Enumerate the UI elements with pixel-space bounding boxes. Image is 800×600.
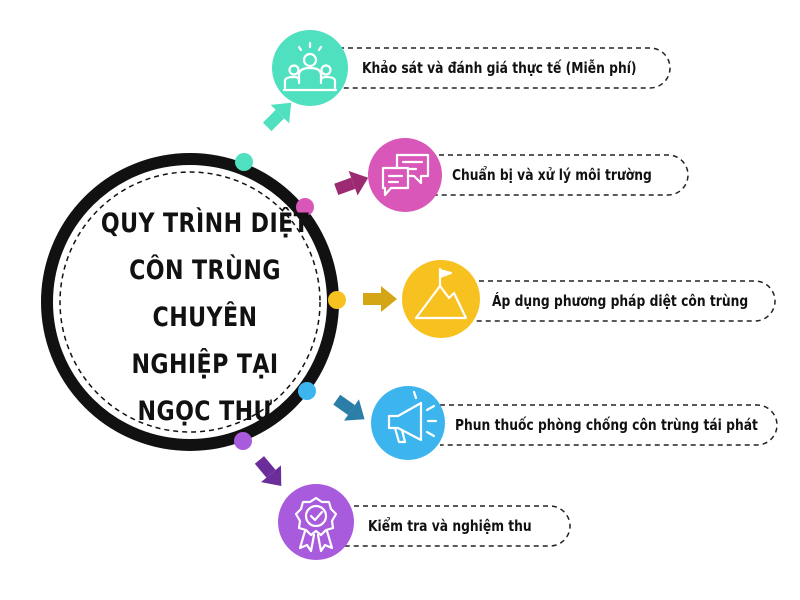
step-5-arrow — [254, 456, 282, 486]
step-3-label: Áp dụng phương pháp diệt côn trùng — [492, 292, 749, 310]
step-1-arrow — [262, 102, 292, 132]
megaphone-icon — [387, 390, 438, 444]
step-4-arrow — [333, 394, 365, 421]
step-1-label: Khảo sát và đánh giá thực tế (Miễn phí) — [362, 59, 637, 77]
step-1-dot — [235, 153, 253, 171]
step-4-label: Phun thuốc phòng chống côn trùng tái phá… — [455, 416, 758, 434]
step-4-icon-circle — [371, 386, 445, 460]
step-5-icon-circle — [278, 484, 354, 560]
step-3-icon-circle — [402, 260, 480, 338]
step-2-label: Chuẩn bị và xử lý môi trường — [452, 166, 652, 184]
step-1-label-frame — [330, 47, 671, 89]
step-2-arrow — [334, 170, 369, 196]
step-1-icon-circle — [272, 30, 348, 106]
step-5-label: Kiểm tra và nghiệm thu — [368, 517, 532, 535]
step-5-dot — [234, 432, 252, 450]
mountain-flag-icon — [414, 267, 468, 320]
step-4-label-frame — [440, 404, 778, 446]
step-2-dot — [296, 198, 314, 216]
title-line-3: NGHIỆP TẠI — [131, 349, 279, 380]
step-2-icon-circle — [368, 138, 442, 212]
step-2-label-frame — [430, 154, 689, 196]
step-3-arrow — [363, 286, 397, 312]
award-badge-icon — [294, 496, 338, 553]
title-line-4: NGỌC THƯ — [137, 396, 273, 427]
step-3-label-frame — [470, 280, 776, 322]
step-4-dot — [298, 382, 316, 400]
title-line-2: CÔN TRÙNG CHUYÊN — [129, 255, 281, 333]
center-circle-dashed-ring — [59, 171, 321, 433]
step-3-dot — [328, 291, 346, 309]
diagram-title: QUY TRÌNH DIỆT CÔN TRÙNG CHUYÊN NGHIỆP T… — [86, 200, 324, 435]
title-line-1: QUY TRÌNH DIỆT — [100, 208, 310, 239]
people-group-icon — [282, 41, 338, 92]
chat-bubbles-icon — [381, 153, 430, 197]
step-5-label-frame — [345, 505, 571, 547]
